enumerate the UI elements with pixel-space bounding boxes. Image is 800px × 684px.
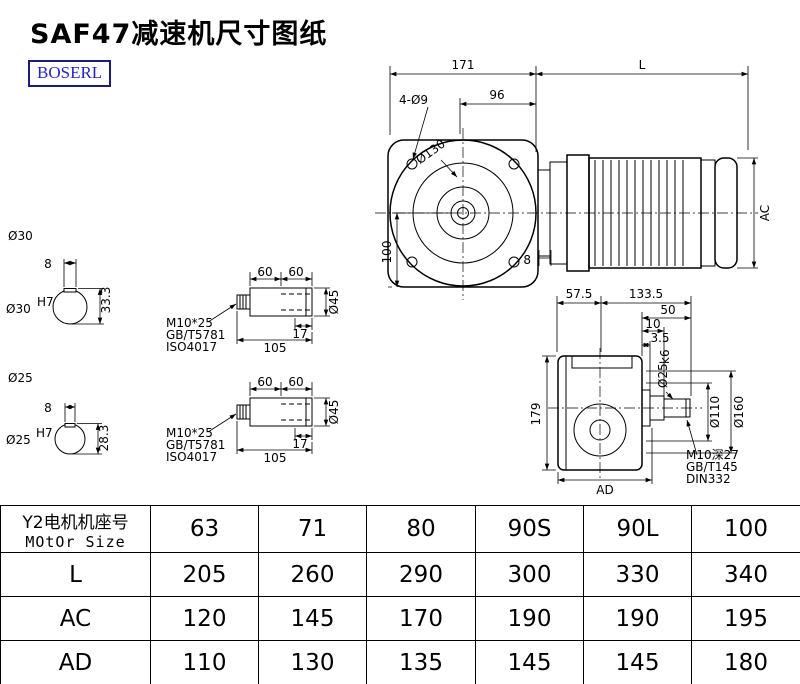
dim-10-label: 10: [645, 317, 660, 331]
bore25-dia: Ø25: [6, 433, 31, 447]
table-cell: 180: [691, 640, 800, 684]
bore30-title: Ø30: [8, 229, 33, 243]
side-view: 57.5 133.5 50 10 3.5 Ø25 k6 Ø110: [529, 287, 746, 497]
detail2-dim105: 105: [264, 451, 287, 465]
table-cell: 190: [583, 596, 692, 641]
motor-size-header-cn: Y2电机机座号: [22, 512, 129, 533]
table-cell-size: 90L: [583, 505, 692, 553]
dimension-table: Y2电机机座号 MOtOr Size 63 71 80 90S 90L 100 …: [0, 505, 800, 684]
dim-171-label: 171: [452, 58, 475, 72]
table-row-AC: AC 120 145 170 190 190 195: [0, 596, 800, 641]
table-cell-size: 80: [366, 505, 476, 553]
detail2-thread: M10*25: [166, 426, 213, 440]
table-cell-size: 71: [258, 505, 367, 553]
table-cell-size: 100: [691, 505, 800, 553]
table-cell: 145: [475, 640, 584, 684]
side-shaft-fit: k6: [658, 349, 672, 364]
bore25-fit: H7: [36, 426, 53, 440]
detail2-std1: GB/T5781: [166, 438, 225, 452]
side-std2: DIN332: [686, 472, 731, 486]
bore30-keywidth: 8: [44, 257, 52, 271]
table-cell: 260: [258, 552, 367, 597]
table-cell: 130: [258, 640, 367, 684]
table-cell: 195: [691, 596, 800, 641]
dim-179-label: 179: [529, 403, 543, 426]
detail1-std2: ISO4017: [166, 340, 217, 354]
dia-160-label: Ø160: [732, 396, 746, 428]
dim-AC-label: AC: [758, 205, 772, 221]
table-cell: 300: [475, 552, 584, 597]
detail1-std1: GB/T5781: [166, 328, 225, 342]
detail1-dim105: 105: [264, 341, 287, 355]
table-cell: 170: [366, 596, 476, 641]
side-shaft-dia: Ø25: [656, 363, 670, 388]
table-row-L: L 205 260 290 300 330 340: [0, 552, 800, 597]
detail1-dim60b: 60: [288, 265, 303, 279]
row-label-L: L: [0, 552, 151, 597]
table-cell-size: 90S: [475, 505, 584, 553]
dim-3-5-label: 3.5: [650, 331, 669, 345]
table-cell: 145: [583, 640, 692, 684]
bore-section-30: Ø30 8 33.3 Ø30 H7: [6, 229, 113, 325]
dim-57-5-label: 57.5: [566, 287, 593, 301]
dim-96-label: 96: [489, 88, 504, 102]
bore-section-25: Ø25 8 28.3 Ø25 H7: [6, 371, 111, 455]
dim-133-5-label: 133.5: [629, 287, 663, 301]
bore30-fit: H7: [37, 295, 54, 309]
brand-logo: BOSERL: [28, 60, 112, 88]
table-cell: 340: [691, 552, 800, 597]
table-cell: 110: [150, 640, 259, 684]
dia-110-label: Ø110: [708, 396, 722, 428]
motor-size-header-cell: Y2电机机座号 MOtOr Size: [0, 505, 151, 553]
table-cell: 205: [150, 552, 259, 597]
shaft-detail-1: 60 60 17 105 Ø45 M10*25 GB/T5781 ISO4017: [166, 265, 341, 355]
dim-L-label: L: [639, 58, 646, 72]
technical-drawing: 171 L 96 4-Ø9 Ø130 100 AC 8 Ø30 8: [6, 58, 772, 497]
row-label-AD: AD: [0, 640, 151, 684]
flange-dia-label: Ø130: [413, 137, 447, 167]
table-cell: 330: [583, 552, 692, 597]
bore30-keydepth: 33.3: [99, 287, 113, 314]
holes-4xd9-label: 4-Ø9: [399, 93, 428, 107]
shaft-detail-2: 60 60 17 105 Ø45 M10*25 GB/T5781 ISO4017: [166, 375, 341, 465]
dim-AD-label: AD: [596, 483, 613, 497]
side-std1: GB/T145: [686, 460, 738, 474]
detail1-dim17: 17: [292, 327, 307, 341]
table-cell: 190: [475, 596, 584, 641]
page-title: SAF47减速机尺寸图纸: [30, 19, 328, 50]
table-cell-size: 63: [150, 505, 259, 553]
detail2-dim17: 17: [292, 437, 307, 451]
table-row-AD: AD 110 130 135 145 145 180: [0, 640, 800, 684]
detail2-dim60a: 60: [257, 375, 272, 389]
detail1-dim60a: 60: [257, 265, 272, 279]
dim-100-label: 100: [380, 241, 394, 264]
front-view: 171 L 96 4-Ø9 Ø130 100 AC 8: [375, 58, 772, 300]
dim-50-label: 50: [660, 303, 675, 317]
bore25-keydepth: 28.3: [97, 425, 111, 452]
detail1-dia45: Ø45: [327, 290, 341, 315]
table-cell: 135: [366, 640, 476, 684]
table-cell: 290: [366, 552, 476, 597]
detail1-thread: M10*25: [166, 316, 213, 330]
detail2-dim60b: 60: [288, 375, 303, 389]
detail2-dia45: Ø45: [327, 400, 341, 425]
motor-size-header-en: MOtOr Size: [25, 532, 126, 551]
table-cell: 120: [150, 596, 259, 641]
detail2-std2: ISO4017: [166, 450, 217, 464]
bore25-keywidth: 8: [44, 401, 52, 415]
dim-8-label: 8: [523, 253, 531, 267]
table-cell: 145: [258, 596, 367, 641]
motor-fins: [594, 160, 684, 266]
table-header-row: Y2电机机座号 MOtOr Size 63 71 80 90S 90L 100: [0, 505, 800, 553]
bore30-dia: Ø30: [6, 302, 31, 316]
bore25-title: Ø25: [8, 371, 33, 385]
side-thread-note: M10深27: [686, 448, 739, 462]
row-label-AC: AC: [0, 596, 151, 641]
